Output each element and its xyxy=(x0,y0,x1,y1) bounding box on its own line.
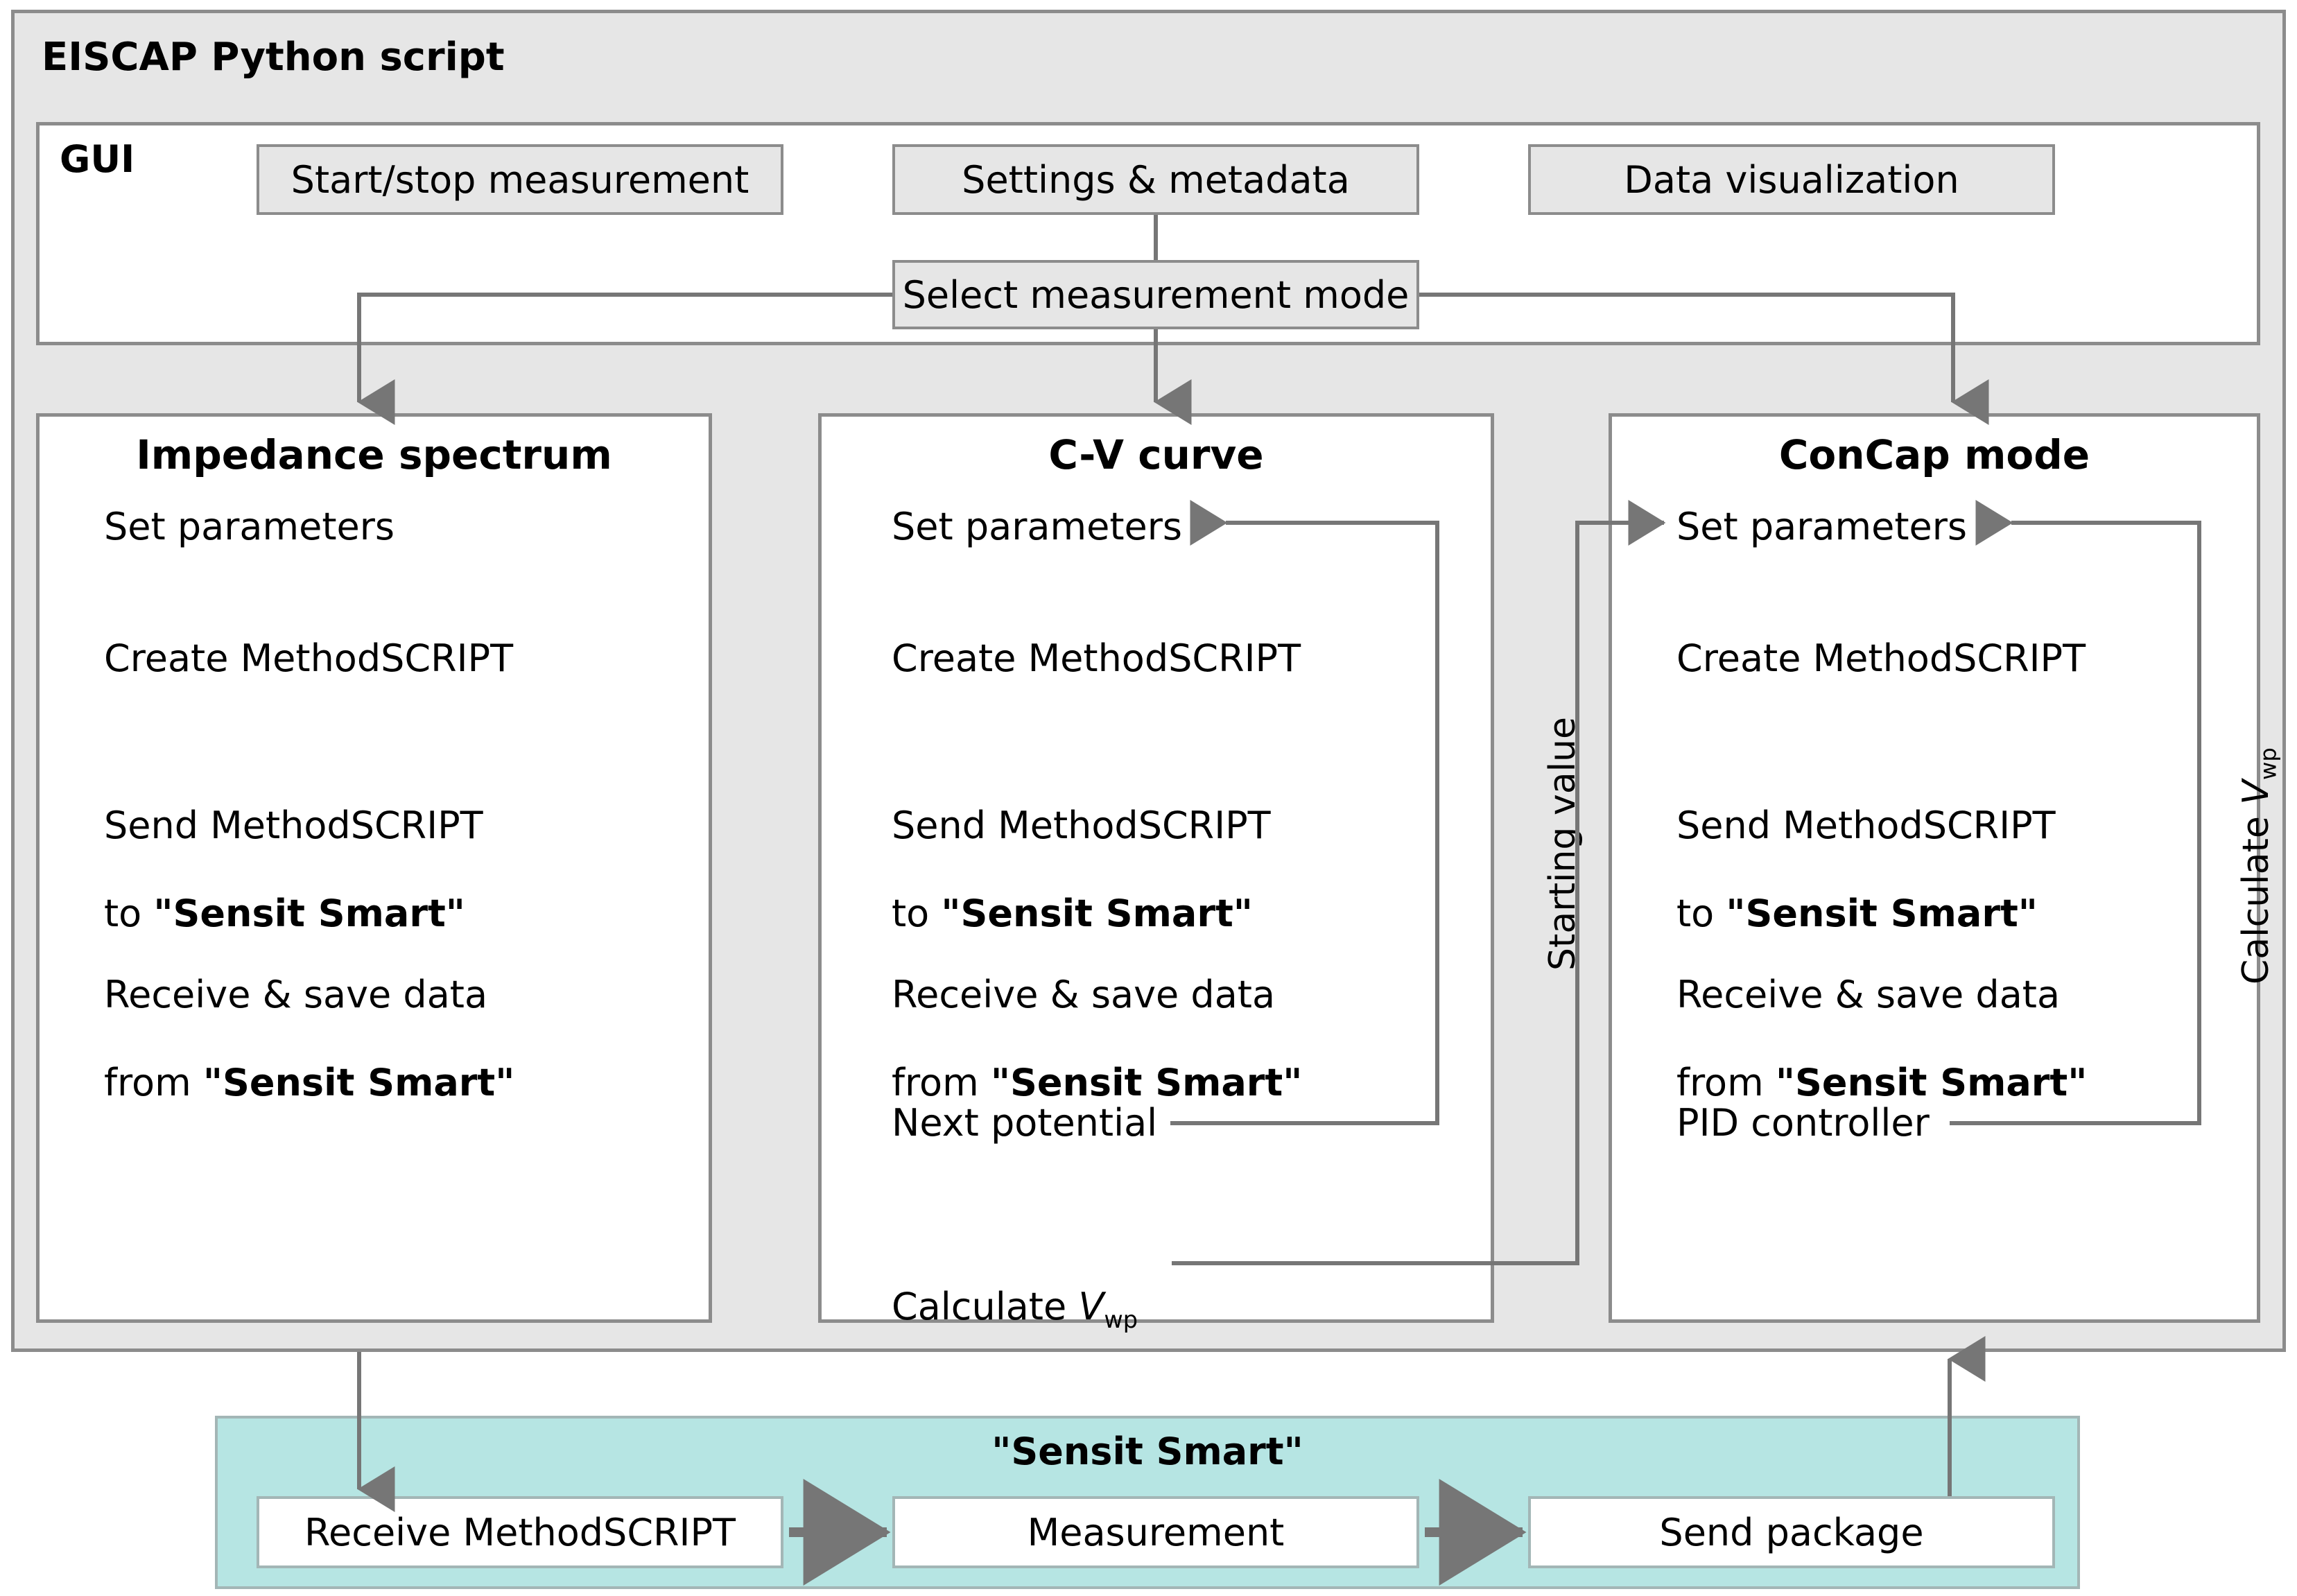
concap-step-receive-save-data-prefix: from xyxy=(1676,1060,1776,1104)
impedance-spectrum-panel xyxy=(36,413,712,1323)
impedance-step-receive-save-data-prefix: from xyxy=(104,1060,203,1104)
sensit-smart-title: "Sensit Smart" xyxy=(991,1430,1303,1473)
eiscap-python-script-title: EISCAP Python script xyxy=(42,35,505,80)
device-box-receive-methodscript[interactable]: Receive MethodSCRIPT xyxy=(257,1496,783,1568)
cv-step-calculate-vwp: Calculate Vwp xyxy=(892,1241,1138,1333)
select-measurement-mode-label: Select measurement mode xyxy=(902,272,1410,317)
impedance-step-set-parameters: Set parameters xyxy=(104,505,395,548)
concap-step-receive-save-data-device: "Sensit Smart" xyxy=(1775,1060,2088,1104)
select-measurement-mode-box[interactable]: Select measurement mode xyxy=(892,260,1419,329)
impedance-step-send-methodscript-device: "Sensit Smart" xyxy=(153,891,465,935)
impedance-step-send-methodscript: Send MethodSCRIPT to "Sensit Smart" xyxy=(104,760,483,935)
concap-step-set-parameters: Set parameters xyxy=(1676,505,1968,548)
concap-step-pid-controller: PID controller xyxy=(1676,1101,1930,1145)
gui-box-settings-metadata[interactable]: Settings & metadata xyxy=(892,144,1419,215)
edge-label-calculate-vwp-symbol: V xyxy=(2235,780,2277,805)
concap-step-send-methodscript-prefix: to xyxy=(1676,891,1726,935)
gui-box-start-stop-measurement-label: Start/stop measurement xyxy=(291,157,749,202)
gui-box-start-stop-measurement[interactable]: Start/stop measurement xyxy=(257,144,783,215)
cv-step-send-methodscript: Send MethodSCRIPT to "Sensit Smart" xyxy=(892,760,1271,935)
edge-label-calculate-vwp: Calculate Vwp xyxy=(2235,747,2281,985)
cv-step-receive-save-data-device: "Sensit Smart" xyxy=(990,1060,1303,1104)
cv-step-next-potential: Next potential xyxy=(892,1101,1158,1145)
impedance-step-send-methodscript-line1: Send MethodSCRIPT xyxy=(104,804,483,848)
concap-step-send-methodscript: Send MethodSCRIPT to "Sensit Smart" xyxy=(1676,760,2056,935)
cv-step-calculate-vwp-subscript: wp xyxy=(1104,1306,1138,1333)
edge-label-starting-value: Starting value xyxy=(1542,716,1584,971)
cv-step-send-methodscript-prefix: to xyxy=(892,891,942,935)
concap-step-receive-save-data: Receive & save data from "Sensit Smart" xyxy=(1676,929,2087,1104)
concap-step-receive-save-data-line1: Receive & save data xyxy=(1676,973,2061,1017)
impedance-spectrum-title: Impedance spectrum xyxy=(136,431,612,478)
device-box-measurement-label: Measurement xyxy=(1027,1510,1285,1554)
device-box-receive-methodscript-label: Receive MethodSCRIPT xyxy=(304,1510,736,1554)
cv-step-set-parameters: Set parameters xyxy=(892,505,1183,548)
cv-curve-title: C-V curve xyxy=(1048,431,1264,478)
concap-step-create-methodscript: Create MethodSCRIPT xyxy=(1676,636,2086,680)
device-box-measurement[interactable]: Measurement xyxy=(892,1496,1419,1568)
device-box-send-package-label: Send package xyxy=(1659,1510,1924,1554)
gui-box-data-visualization[interactable]: Data visualization xyxy=(1528,144,2055,215)
impedance-step-receive-save-data-line1: Receive & save data xyxy=(104,973,488,1017)
edge-label-calculate-vwp-prefix: Calculate xyxy=(2235,804,2277,985)
cv-step-receive-save-data-line1: Receive & save data xyxy=(892,973,1276,1017)
impedance-step-send-methodscript-prefix: to xyxy=(104,891,154,935)
impedance-step-create-methodscript: Create MethodSCRIPT xyxy=(104,636,514,680)
edge-label-calculate-vwp-subscript: wp xyxy=(2255,747,2282,781)
device-box-send-package[interactable]: Send package xyxy=(1528,1496,2055,1568)
cv-step-calculate-vwp-prefix: Calculate xyxy=(892,1285,1079,1329)
gui-box-data-visualization-label: Data visualization xyxy=(1624,157,1959,202)
gui-box-settings-metadata-label: Settings & metadata xyxy=(962,157,1350,202)
cv-step-create-methodscript: Create MethodSCRIPT xyxy=(892,636,1301,680)
cv-step-calculate-vwp-symbol: V xyxy=(1078,1285,1104,1329)
concap-step-send-methodscript-line1: Send MethodSCRIPT xyxy=(1676,804,2056,848)
impedance-step-receive-save-data: Receive & save data from "Sensit Smart" xyxy=(104,929,514,1104)
cv-step-receive-save-data: Receive & save data from "Sensit Smart" xyxy=(892,929,1302,1104)
cv-step-receive-save-data-prefix: from xyxy=(892,1060,991,1104)
concap-mode-title: ConCap mode xyxy=(1778,431,2090,478)
gui-label: GUI xyxy=(60,137,135,181)
impedance-step-receive-save-data-device: "Sensit Smart" xyxy=(202,1060,515,1104)
cv-step-send-methodscript-line1: Send MethodSCRIPT xyxy=(892,804,1271,848)
